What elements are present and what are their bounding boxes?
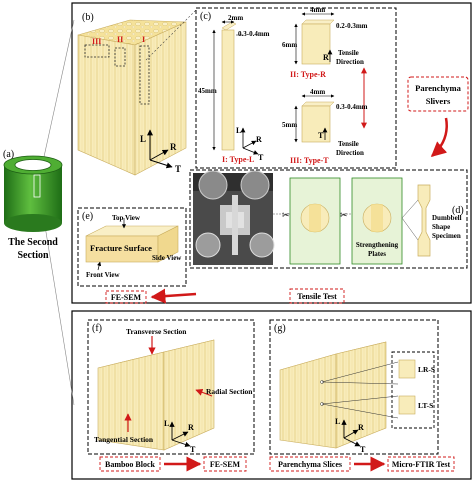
plate-left [289, 177, 341, 265]
type-r-caption: II: Type-R [290, 70, 326, 79]
slivers-box [407, 76, 469, 112]
tensile-test-label: Tensile Test [297, 292, 337, 301]
f-axis-t: T [190, 445, 196, 454]
sample-outline [33, 174, 41, 198]
plates-label-1: Strengthening [356, 241, 399, 249]
type-t-thickness: 0.3-0.4mm [336, 103, 368, 111]
c-axis-l: L [236, 126, 241, 135]
type-r-thickness: 0.2-0.3mm [336, 22, 368, 30]
panel-a-tube [3, 155, 63, 232]
parenchyma-slices-label: Parenchyma Slices [278, 460, 342, 469]
lr-slice [398, 359, 416, 379]
top-view-label: Top View [112, 214, 141, 222]
dumbbell-label-1: Dumbbell [432, 214, 462, 222]
lt-label: LT-S [418, 401, 433, 410]
dumbbell-label-3: Specimen [432, 232, 461, 240]
f-axis-l: L [164, 419, 169, 428]
t-axis-t: T [318, 131, 324, 140]
bamboo-block-label: Bamboo Block [105, 460, 156, 469]
fracture-surface-label: Fracture Surface [90, 243, 152, 253]
front-view-label: Front View [86, 271, 120, 279]
slivers-line1: Parenchyma [415, 83, 461, 93]
slivers-line2: Slivers [426, 96, 451, 106]
slivers-arrow [430, 117, 448, 157]
tangential-label: Tangential Section [94, 435, 154, 444]
fesem-label-1: FE-SEM [111, 293, 142, 302]
upper-frame [71, 2, 472, 304]
panel-b-letter: (b) [82, 12, 94, 23]
type-r-length: 6mm [282, 41, 297, 49]
parenchyma-slices-box [269, 456, 351, 472]
mark-ii: II [117, 35, 123, 44]
transverse-label: Transverse Section [126, 327, 187, 336]
slice-inset-frame [391, 351, 435, 429]
micro-ftir-label: Micro-FTIR Test [392, 460, 451, 469]
panel-f-letter: (f) [92, 323, 102, 334]
tensile-label-2: Direction [336, 58, 364, 66]
type-t-width: 4mm [310, 88, 325, 96]
dumbbell-specimen [401, 184, 431, 257]
radial-label: Radial Section [206, 387, 253, 396]
tensile-label-1: Tensile [338, 49, 359, 57]
tensile-label-4: Direction [336, 149, 364, 157]
panel-c-letter: (c) [200, 11, 211, 22]
r-axis-r: R [323, 53, 329, 62]
type-l-specimen [212, 20, 243, 151]
panel-a-caption-1: The Second [8, 237, 58, 248]
panel-d-frame [189, 169, 468, 269]
tensile-test-box [289, 288, 345, 304]
lr-label: LR-S [418, 365, 435, 374]
b-axis-l: L [140, 134, 146, 144]
scissors-icon-2: ✂ [340, 210, 348, 220]
b-axis-r: R [170, 142, 177, 152]
type-t-specimen [294, 94, 335, 143]
fesem-arrow-1 [150, 288, 197, 304]
b-axis-t: T [175, 164, 181, 174]
panel-c-frame [195, 7, 397, 169]
fesem-label-2: FE-SEM [210, 460, 241, 469]
panel-g-frame [269, 319, 439, 455]
panel-g-block [279, 341, 399, 449]
fesem-box-1 [105, 290, 147, 304]
type-r-specimen [294, 12, 335, 65]
type-l-width: 2mm [228, 14, 243, 22]
micro-ftir-box [387, 456, 455, 472]
lt-slice [398, 395, 416, 415]
c-axis-t: T [258, 153, 264, 162]
g-axis-r: R [358, 423, 364, 432]
scissors-icon-1: ✂ [282, 210, 290, 220]
tensile-machine-photo [193, 170, 275, 265]
type-l-length: 45mm [198, 87, 217, 95]
tensile-label-3: Tensile [338, 140, 359, 148]
plates-label-2: Plates [368, 250, 386, 258]
type-l-caption: I: Type-L [222, 155, 254, 164]
f-axis-r: R [188, 423, 194, 432]
fesem-box-2 [203, 456, 247, 472]
panel-f-block [97, 336, 215, 451]
panel-e-frame [77, 207, 187, 287]
mark-i: I [142, 35, 145, 44]
type-t-caption: III: Type-T [290, 156, 329, 165]
type-t-length: 5mm [282, 121, 297, 129]
c-axis-r: R [256, 135, 262, 144]
mark-iii: III [92, 37, 101, 46]
bamboo-block-box [99, 456, 161, 472]
panel-a-caption-2: Section [17, 250, 49, 261]
panel-e-block [85, 218, 179, 271]
type-l-thickness: 0.3-0.4mm [238, 30, 270, 38]
g-axis-t: T [360, 445, 366, 454]
panel-d-letter: (d) [452, 205, 464, 216]
plate-right [351, 177, 403, 265]
dumbbell-label-2: Shape [432, 223, 450, 231]
panel-b-block [77, 19, 187, 176]
panel-a-letter: (a) [3, 149, 14, 160]
type-r-width: 4mm [310, 6, 325, 14]
panel-g-letter: (g) [274, 323, 286, 334]
panel-e-letter: (e) [82, 211, 93, 222]
side-view-label: Side View [152, 254, 182, 262]
lower-frame [71, 310, 472, 480]
g-axis-l: L [335, 417, 340, 426]
